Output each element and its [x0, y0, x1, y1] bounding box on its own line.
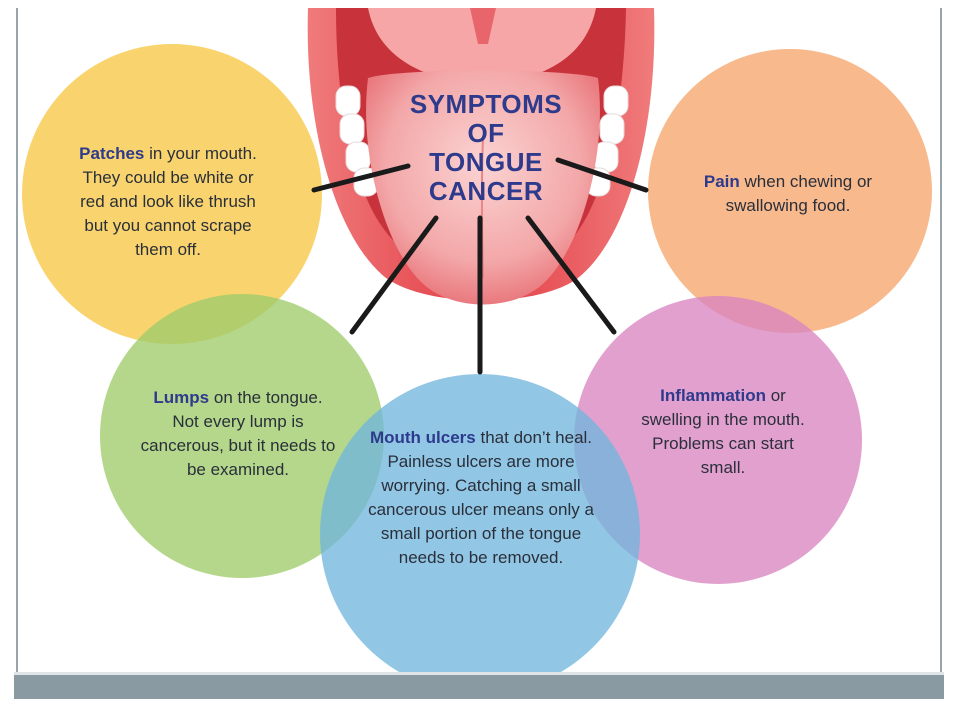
- lumps-lead: Lumps: [153, 388, 210, 407]
- patches-text: Patches in your mouth. They could be whi…: [68, 142, 268, 262]
- symptom-circles: [22, 44, 932, 694]
- connector-patches: [311, 163, 411, 193]
- title-line-3: TONGUE: [429, 147, 543, 177]
- ulcers-text: Mouth ulcers that don’t heal. Painless u…: [368, 426, 594, 570]
- connector-lines: [311, 157, 649, 375]
- diagram-title: SYMPTOMS OF TONGUE CANCER: [376, 90, 596, 206]
- infographic-frame: SYMPTOMS OF TONGUE CANCER Patches in you…: [16, 8, 942, 696]
- connector-inflammation: [525, 215, 617, 335]
- title-line-1: SYMPTOMS: [409, 89, 563, 119]
- ulcers-lead: Mouth ulcers: [369, 428, 476, 447]
- ulcers-body: that don’t heal. Painless ulcers are mor…: [368, 428, 594, 567]
- lumps-text: Lumps on the tongue. Not every lump is c…: [138, 386, 338, 482]
- title-line-4: CANCER: [428, 176, 544, 206]
- infographic-artwork: [22, 8, 932, 694]
- patches-circle: [22, 44, 322, 344]
- pain-circle: [648, 49, 932, 333]
- lumps-circle: [100, 294, 384, 578]
- lumps-body: on the tongue. Not every lump is cancero…: [140, 388, 336, 479]
- pain-text: Pain when chewing or swallowing food.: [698, 170, 878, 218]
- slide-bottom-bar: [14, 672, 944, 699]
- inflammation-text: Inflammation or swelling in the mouth. P…: [638, 384, 808, 480]
- title-line-2: OF: [467, 118, 505, 148]
- inflammation-body: or swelling in the mouth. Problems can s…: [641, 386, 805, 477]
- mouth-illustration: [307, 8, 655, 305]
- pain-lead: Pain: [703, 172, 740, 191]
- connector-lumps: [349, 215, 439, 335]
- patches-body: in your mouth. They could be white or re…: [80, 144, 257, 259]
- pain-body: when chewing or swallowing food.: [725, 172, 873, 215]
- tongue-shape: [366, 70, 600, 305]
- inflammation-lead: Inflammation: [660, 386, 766, 405]
- ulcers-circle: [320, 374, 640, 694]
- patches-lead: Patches: [79, 144, 145, 163]
- connector-pain: [555, 157, 649, 193]
- inflammation-circle: [574, 296, 862, 584]
